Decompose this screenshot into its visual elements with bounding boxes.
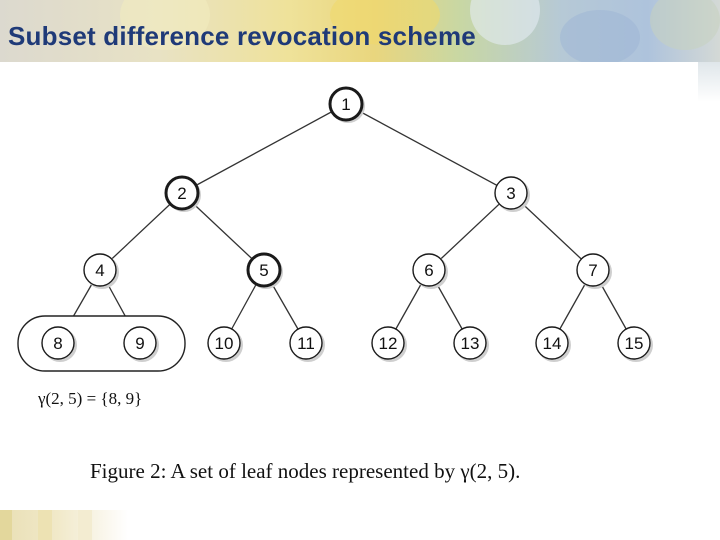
tree-node-6: 6 [412,253,448,289]
title-banner: Subset difference revocation scheme [0,0,720,62]
node-label: 14 [543,334,562,353]
node-circle [164,175,200,211]
node-circle [41,326,75,360]
tree-node-7: 7 [576,253,612,289]
node-circle [371,326,405,360]
tree-node-1: 1 [328,86,365,123]
node-label: 3 [506,184,515,203]
figure-caption: Figure 2: A set of leaf nodes represente… [90,459,520,483]
tree-node-5: 5 [246,252,283,289]
tree-edge-2-4 [99,192,183,271]
node-label: 12 [379,334,398,353]
node-circle [83,253,117,287]
tree-edge-3-6 [428,192,512,271]
tree-node-11: 11 [289,326,325,362]
node-label: 6 [424,261,433,280]
node-circle [535,326,569,360]
tree-node-9: 9 [123,326,159,362]
tree-node-13: 13 [453,326,489,362]
node-label: 4 [95,261,104,280]
tree-edges [57,103,635,344]
node-circle [576,253,610,287]
tree-node-4: 4 [83,253,119,289]
tree-node-2: 2 [164,175,201,212]
node-circle [328,86,364,122]
node-label: 9 [135,334,144,353]
tree-node-8: 8 [41,326,77,362]
tree-node-12: 12 [371,326,407,362]
node-label: 11 [297,334,315,353]
tree-edge-1-3 [345,103,512,194]
node-label: 7 [588,261,597,280]
tree-node-15: 15 [617,326,653,362]
node-label: 1 [341,95,350,114]
node-circle [123,326,157,360]
node-circle [494,176,528,210]
right-edge-decoration [698,62,720,102]
node-label: 2 [177,184,186,203]
banner-flower-decoration [560,10,640,62]
node-circle [453,326,487,360]
node-circle [246,252,282,288]
tree-node-3: 3 [494,176,530,212]
node-label: 8 [53,334,62,353]
corner-decoration [0,510,128,540]
slide-title: Subset difference revocation scheme [8,21,476,51]
node-circle [207,326,241,360]
node-label: 5 [259,261,268,280]
gamma-set-label: γ(2, 5) = {8, 9} [37,389,142,408]
node-circle [289,326,323,360]
tree-node-10: 10 [207,326,243,362]
node-label: 15 [625,334,644,353]
node-circle [617,326,651,360]
tree-edge-1-2 [181,103,347,194]
banner-flower-decoration [650,0,720,50]
node-label: 10 [215,334,234,353]
node-circle [412,253,446,287]
node-label: 13 [461,334,480,353]
tree-node-14: 14 [535,326,571,362]
